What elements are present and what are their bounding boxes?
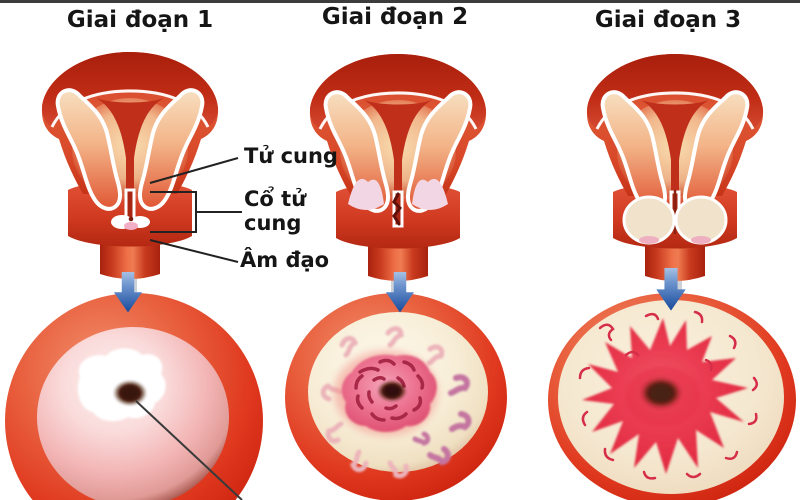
uterus-stage-2-illustration (307, 52, 489, 303)
label-tu-cung: Tử cung (244, 144, 338, 168)
uterus-stage-1-illustration (39, 50, 221, 301)
down-arrow-icon (113, 272, 143, 313)
label-co-tu-cung: Cổ tử cung (244, 187, 307, 235)
lesion-radiating-folds (354, 358, 425, 422)
dysplasia-spots (320, 326, 472, 479)
pointer-line-am-dao (149, 239, 239, 263)
cervix-closeup-stage-1 (5, 293, 263, 500)
top-border (0, 0, 800, 3)
annotation-lines (149, 157, 242, 263)
down-arrow-icon (656, 268, 686, 311)
invasion-streaks (578, 310, 758, 480)
stage-2-title: Giai đoạn 2 (321, 4, 469, 30)
uterus-stage-3-illustration (584, 52, 766, 303)
stage-3-cervix-lesion (622, 190, 728, 245)
cervix-closeup-stage-2 (285, 293, 507, 500)
lesion-pointer-line (135, 400, 243, 500)
stage-3-title: Giai đoạn 3 (594, 7, 742, 33)
pointer-line-tu-cung (149, 157, 239, 184)
stage-2-cervix-lesion (348, 178, 448, 226)
down-arrow-icon (385, 272, 415, 313)
stage-1-title: Giai đoạn 1 (66, 7, 214, 33)
label-am-dao: Âm đạo (240, 248, 330, 272)
cervix-closeup-stage-3 (548, 293, 796, 500)
stage-1-cervix-lesion (111, 215, 150, 230)
